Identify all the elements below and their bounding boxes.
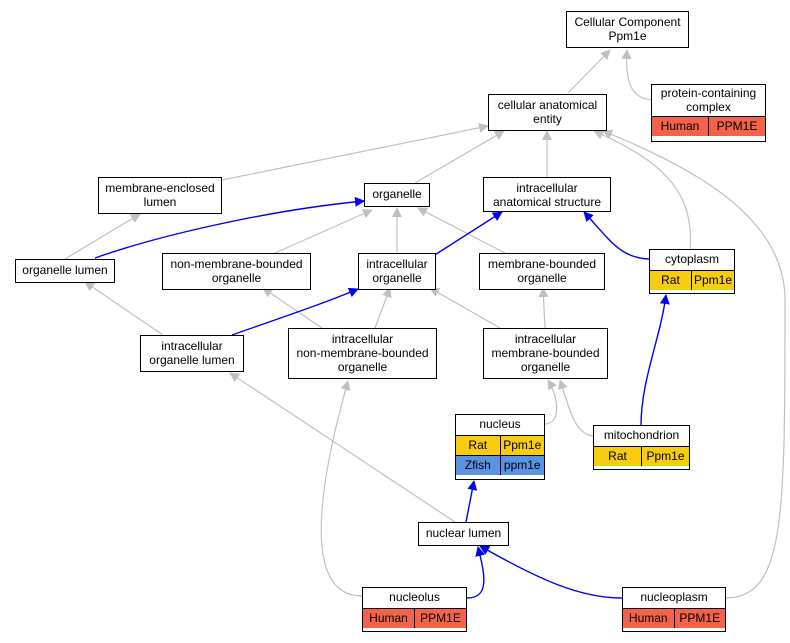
node-label: organelle [520,360,571,374]
edge-mito-partof-cytoplasm [640,294,670,427]
edge-inmbo-to-io [374,287,392,329]
edge-io-partof-ias [429,211,503,259]
node-label: cytoplasm [664,252,720,266]
node-nuclear-lumen[interactable]: nuclear lumen [418,522,509,546]
species-row-human: Human PPM1E [623,608,725,628]
node-label: Ppm1e [608,29,647,43]
edge-iol-partof-io [231,287,359,336]
species-row-rat: Rat Ppm1e [456,435,544,455]
gene-label: ppm1e [499,456,545,475]
node-label: organelle [211,271,262,285]
node-cytoplasm[interactable]: cytoplasm Rat Ppm1e [649,249,735,294]
node-label: nucleolus [389,590,440,604]
node-label: organelle lumen [22,263,108,277]
node-label: non-membrane-bounded [170,257,303,271]
edge-ol-partof-organelle [94,196,365,259]
species-label: Human [369,611,408,625]
species-row-human: Human PPM1E [363,608,466,628]
edge-imbo-to-io [429,287,501,329]
node-label: entity [533,112,562,126]
node-label: complex [686,100,731,114]
edge-nl-partof-nucleus [465,480,478,523]
species-label: Rat [661,273,680,287]
edge-nucleoplasm-partof-nl [479,545,623,599]
species-label: Rat [608,449,627,463]
node-label: organelle [372,187,422,201]
node-label: mitochondrion [603,428,680,442]
node-label: organelle [517,271,567,285]
species-row-human: Human PPM1E [652,116,765,136]
node-nucleus[interactable]: nucleus Rat Ppm1e Zfish ppm1e [455,414,545,480]
node-label: Cellular Component [574,15,681,29]
node-label: intracellular [161,339,223,353]
species-label: Rat [468,438,488,452]
edge-imbo-to-mbo [538,287,549,329]
edge-nucleolus-partof-nl [466,546,486,599]
node-label: organelle [372,271,422,285]
edge-mbo-to-organelle [417,207,506,254]
gene-label: PPM1E [414,609,466,628]
node-label: anatomical structure [492,195,602,209]
edge-cytoplasm-partof-ias [583,211,650,260]
edge-ol-to-mel [64,213,141,260]
species-label: Human [628,611,668,625]
edge-inmbo-to-nmbo [262,287,323,329]
node-nucleolus[interactable]: nucleolus Human PPM1E [362,587,467,632]
edge-organelle-to-cae [414,130,505,184]
node-organelle[interactable]: organelle [364,183,430,207]
edge-nmbo-to-organelle [274,209,373,254]
node-label: membrane-enclosed [105,181,215,195]
gene-label: Ppm1e [690,271,734,290]
node-nucleoplasm[interactable]: nucleoplasm Human PPM1E [622,587,726,632]
edge-nucleolus-to-inmbo [320,380,363,597]
species-row-zfish: Zfish ppm1e [456,455,544,475]
node-label: intracellular [331,332,394,346]
node-label: nucleoplasm [640,590,708,604]
node-label: membrane-bounded [491,346,600,360]
node-label: protein-containing [660,86,757,100]
node-organelle-lumen[interactable]: organelle lumen [15,259,115,283]
edge-iol-to-ol [84,281,164,336]
node-label: cellular anatomical [497,98,598,112]
node-label: intracellular [366,257,428,271]
edge-nl-to-iol [229,372,456,523]
species-row-rat: Rat Ppm1e [594,446,689,466]
node-label: intracellular [514,332,577,346]
species-row-rat: Rat Ppm1e [650,270,734,290]
node-label: non-membrane-bounded [296,346,429,360]
edge-cae-to-root [567,49,611,94]
edge-complex-to-root [621,49,656,101]
node-label: lumen [143,195,177,209]
node-label: organelle [337,360,388,374]
species-label: Zfish [464,458,491,472]
gene-label: PPM1E [673,609,726,628]
edge-mito-to-imbo [558,379,596,437]
gene-label: Ppm1e [641,447,689,466]
node-label: nuclear lumen [425,526,502,540]
node-label: membrane-bounded [487,257,597,271]
node-label: nucleus [479,417,521,431]
node-label: intracellular [516,181,578,195]
gene-label: Ppm1e [499,436,545,455]
edge-mel-to-cae [221,122,489,181]
edge-nucleus-to-imbo [544,379,558,425]
species-label: Human [660,119,700,133]
node-mitochondrion[interactable]: mitochondrion Rat Ppm1e [593,425,690,470]
edge-cytoplasm-to-cae [593,130,692,251]
gene-label: PPM1E [708,117,765,136]
node-label: organelle lumen [149,353,235,367]
edge-nucleoplasm-to-cae [602,129,786,599]
